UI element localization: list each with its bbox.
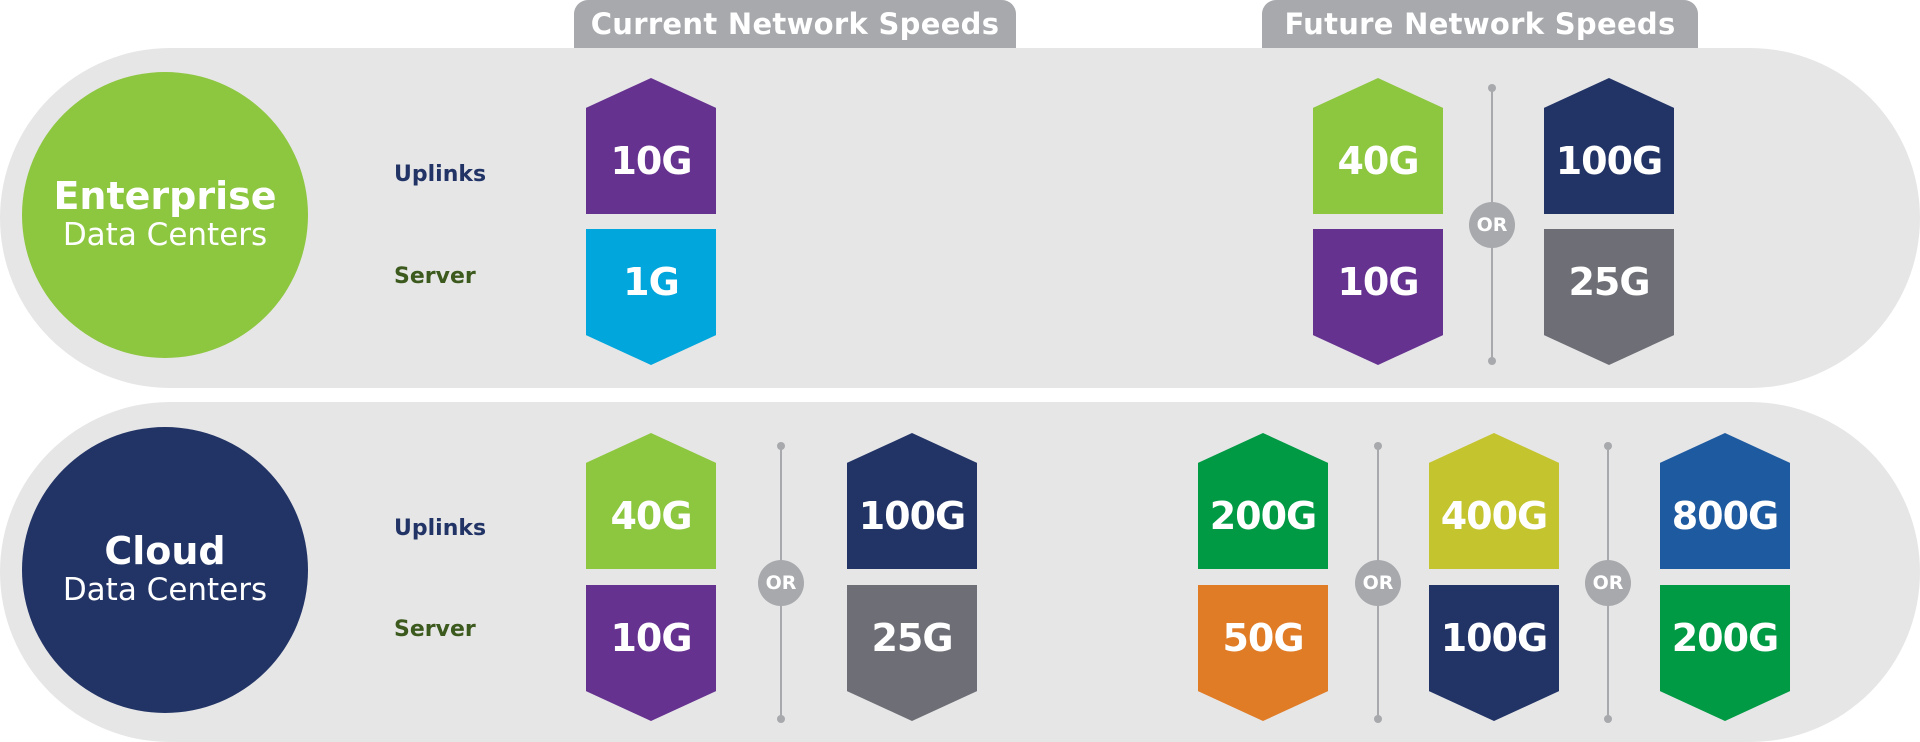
future-speeds-header: Future Network Speeds <box>1262 0 1698 48</box>
cloud-current-b-server-hex: 25G <box>847 585 977 721</box>
cloud-future-c-uplink-hex: 800G <box>1660 433 1790 569</box>
cloud-current-or-badge: OR <box>758 560 804 606</box>
cloud-future-a-server-hex: 50G <box>1198 585 1328 721</box>
enterprise-future-b-uplink-hex: 100G <box>1544 78 1674 214</box>
enterprise-future-a-server-hex: 10G <box>1313 229 1443 365</box>
cloud-future-b-server-hex: 100G <box>1429 585 1559 721</box>
enterprise-circle: Enterprise Data Centers <box>22 72 308 358</box>
enterprise-future-a-uplink-hex: 40G <box>1313 78 1443 214</box>
cloud-future-divider-1-dot-top <box>1374 442 1382 450</box>
cloud-subtitle: Data Centers <box>62 572 268 609</box>
enterprise-divider-dot-top <box>1488 84 1496 92</box>
cloud-future-divider-1-dot-bottom <box>1374 715 1382 723</box>
cloud-future-b-uplink-hex: 400G <box>1429 433 1559 569</box>
cloud-title: Cloud <box>104 528 226 573</box>
cloud-server-label: Server <box>394 617 476 642</box>
enterprise-or-badge: OR <box>1469 202 1515 248</box>
current-speeds-header: Current Network Speeds <box>574 0 1016 48</box>
enterprise-server-label: Server <box>394 264 476 289</box>
cloud-future-a-uplink-hex: 200G <box>1198 433 1328 569</box>
cloud-current-divider-dot-bottom <box>777 715 785 723</box>
cloud-future-or-badge-2: OR <box>1585 560 1631 606</box>
enterprise-current-server-hex: 1G <box>586 229 716 365</box>
cloud-future-divider-2-dot-bottom <box>1604 715 1612 723</box>
cloud-circle: Cloud Data Centers <box>22 427 308 713</box>
enterprise-current-uplink-hex: 10G <box>586 78 716 214</box>
enterprise-divider-dot-bottom <box>1488 357 1496 365</box>
cloud-current-b-uplink-hex: 100G <box>847 433 977 569</box>
cloud-current-a-uplink-hex: 40G <box>586 433 716 569</box>
cloud-future-c-server-hex: 200G <box>1660 585 1790 721</box>
enterprise-uplinks-label: Uplinks <box>394 162 487 187</box>
enterprise-future-b-server-hex: 25G <box>1544 229 1674 365</box>
enterprise-title: Enterprise <box>53 173 277 218</box>
cloud-future-or-badge-1: OR <box>1355 560 1401 606</box>
cloud-current-divider-dot-top <box>777 442 785 450</box>
cloud-uplinks-label: Uplinks <box>394 516 487 541</box>
cloud-current-a-server-hex: 10G <box>586 585 716 721</box>
enterprise-subtitle: Data Centers <box>62 217 268 254</box>
cloud-future-divider-2-dot-top <box>1604 442 1612 450</box>
